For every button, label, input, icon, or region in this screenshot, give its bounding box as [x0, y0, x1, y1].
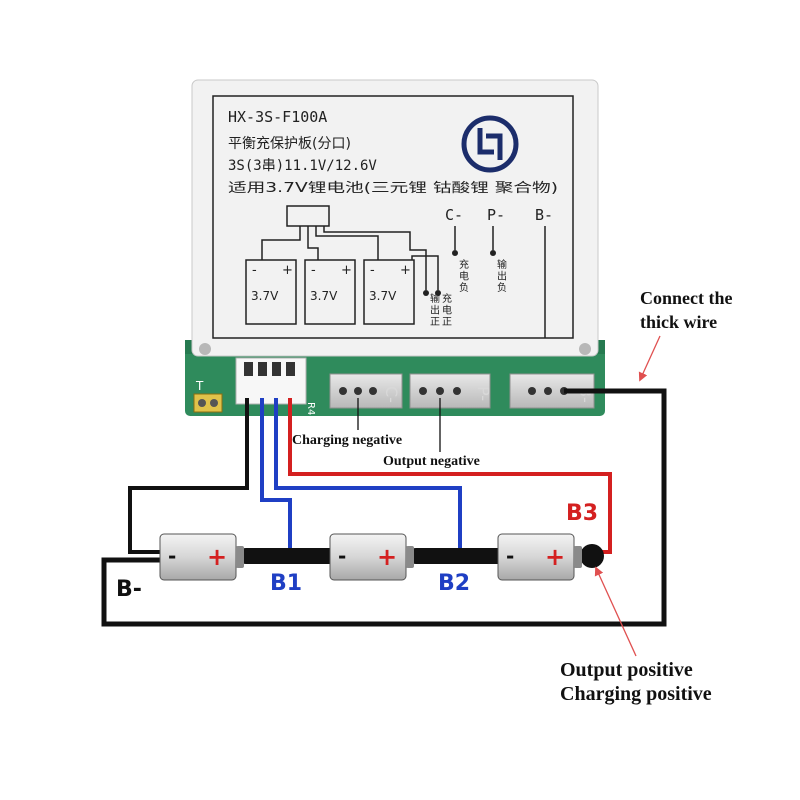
terminal-b-hole-2 — [544, 387, 552, 395]
note-c: 充电负 — [459, 258, 469, 294]
schematic-trace-5 — [411, 255, 439, 290]
schematic-cell-1 — [245, 259, 297, 325]
battery-cell-2: - + — [329, 533, 414, 581]
terminal-p-hole-2 — [436, 387, 444, 395]
balance-pin-3 — [272, 362, 281, 376]
cell2-minus: - — [311, 263, 316, 278]
annotation-charging-positive: Charging positive — [560, 683, 712, 705]
test-pad-hole-2 — [210, 399, 218, 407]
cell1-minus-sign: - — [168, 544, 176, 568]
terminal-c-hole-2 — [354, 387, 362, 395]
terminal-c-minus[interactable]: C- — [329, 373, 403, 409]
annotation-output-negative: Output negative — [383, 454, 480, 469]
label-frame — [212, 95, 574, 339]
label-term-c: C- — [445, 206, 463, 224]
test-pad-block — [193, 393, 223, 413]
cell-1-cap — [236, 546, 244, 568]
schematic-dot-out — [423, 290, 429, 296]
plate-screw-left — [199, 343, 211, 355]
schematic-trace-1 — [261, 226, 301, 262]
cell2-minus-sign: - — [338, 544, 346, 568]
schematic-cell-2 — [304, 259, 356, 325]
cell1-plus-sign: + — [207, 543, 227, 571]
node-b1: B1 — [270, 571, 302, 596]
cell2-plus: + — [341, 263, 352, 278]
label-plate: HX-3S-F100A 平衡充保护板(分口) 3S(3串)11.1V/12.6V… — [191, 79, 599, 357]
wire-balance-b1 — [260, 398, 292, 555]
balance-connector[interactable]: R4 — [235, 357, 316, 415]
label-schematic — [245, 205, 546, 338]
silk-t: T — [195, 379, 204, 393]
cell1-minus: - — [252, 263, 257, 278]
silk-r4: R4 — [305, 402, 316, 415]
wire-balance-b3 — [288, 398, 612, 554]
cell3-positive-post — [580, 544, 604, 568]
cell-3-cap — [574, 546, 582, 568]
label-line-4: 适用3.7V锂电池(三元锂 钴酸锂 聚合物) — [228, 181, 558, 196]
balance-pin-2 — [258, 362, 267, 376]
annotation-thick-wire-1: Connect the — [640, 288, 733, 308]
note-p: 输出负 — [497, 258, 507, 294]
schematic-cell-3 — [363, 259, 415, 325]
silk-c: C- — [382, 386, 401, 403]
label-term-p: P- — [487, 206, 505, 224]
arrow-thick-wire — [638, 335, 661, 382]
cell1-voltage: 3.7V — [251, 289, 279, 303]
brand-logo — [461, 115, 519, 173]
node-b-minus: B- — [116, 577, 142, 602]
node-b2: B2 — [438, 571, 470, 596]
wire-balance-black — [128, 398, 249, 554]
wire-main-b-minus — [101, 388, 667, 627]
cell3-plus: + — [400, 263, 411, 278]
annotations: Connect the thick wire Charging negative… — [292, 288, 733, 705]
schematic-dot-p — [490, 250, 496, 256]
annotation-charging-negative: Charging negative — [292, 433, 402, 448]
label-term-b: B- — [535, 206, 553, 224]
battery-cell-1: - + — [159, 533, 244, 581]
terminal-b-hole-1 — [528, 387, 536, 395]
balance-pin-4 — [286, 362, 295, 376]
schematic-dot-c — [452, 250, 458, 256]
note-chg-pos: 充电正 — [442, 292, 452, 328]
terminal-b-minus[interactable]: B- — [509, 373, 595, 409]
cell3-minus: - — [370, 263, 375, 278]
test-pad-hole-1 — [198, 399, 206, 407]
cell2-plus-sign: + — [377, 543, 397, 571]
battery-cell-3: - + — [497, 533, 582, 581]
label-line-3: 3S(3串)11.1V/12.6V — [228, 158, 377, 174]
schematic-trace-2 — [307, 226, 319, 262]
node-b3: B3 — [566, 501, 598, 526]
balance-pin-1 — [244, 362, 253, 376]
annotation-output-positive: Output positive — [560, 659, 693, 681]
cell-2-cap — [406, 546, 414, 568]
link-b1 — [238, 548, 338, 564]
cell2-voltage: 3.7V — [310, 289, 338, 303]
terminal-p-hole-3 — [453, 387, 461, 395]
terminal-p-hole-1 — [419, 387, 427, 395]
annotation-thick-wire-2: thick wire — [640, 312, 717, 332]
cell3-plus-sign: + — [545, 543, 565, 571]
silk-p: P- — [474, 386, 493, 401]
cell3-voltage: 3.7V — [369, 289, 397, 303]
test-pads: T — [193, 379, 223, 413]
logo-ring — [461, 115, 519, 173]
wire-balance-b2 — [274, 398, 462, 555]
terminal-c-hole-3 — [369, 387, 377, 395]
terminal-p-minus[interactable]: P- — [409, 373, 493, 409]
battery-pack: - + - + - + — [159, 533, 604, 581]
label-line-2: 平衡充保护板(分口) — [228, 136, 351, 152]
logo-glyph — [477, 128, 503, 160]
schematic-trace-3 — [315, 226, 379, 262]
schematic-dot-chg — [435, 290, 441, 296]
wires — [101, 388, 667, 627]
link-b2 — [408, 548, 508, 564]
cell1-plus: + — [282, 263, 293, 278]
label-model: HX-3S-F100A — [228, 108, 327, 126]
plate-screw-right — [579, 343, 591, 355]
arrow-output-positive — [594, 566, 637, 657]
note-out-pos: 输出正 — [430, 292, 440, 328]
cell3-minus-sign: - — [506, 544, 514, 568]
terminal-c-hole-1 — [339, 387, 347, 395]
